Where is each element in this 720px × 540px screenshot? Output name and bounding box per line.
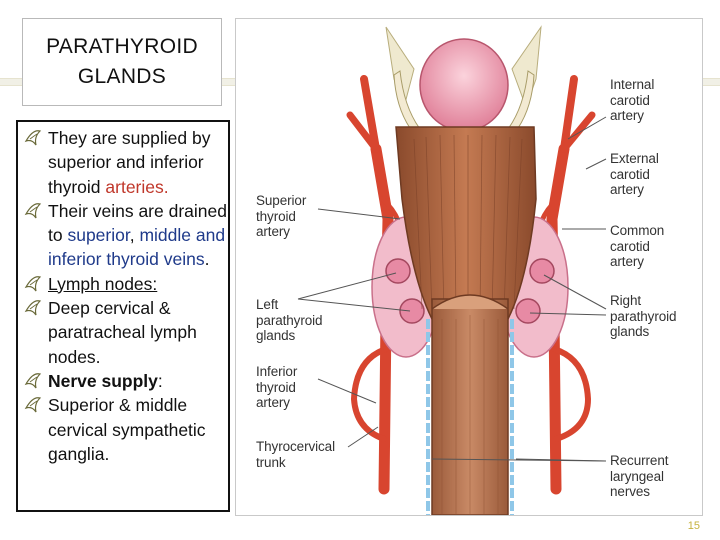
bullet-text: They are supplied by superior and inferi…: [48, 128, 211, 197]
muscle-striations: [413, 134, 523, 318]
leaf-bullet-icon: [24, 297, 42, 319]
bullet-text: ,: [129, 225, 140, 246]
bullet-item: Deep cervical & paratracheal lymph nodes…: [18, 296, 228, 369]
bullet-item: Their veins are drained to superior, mid…: [18, 199, 228, 272]
left-thyrocervical: [350, 346, 389, 442]
bullet-item: Lymph nodes:: [18, 272, 228, 296]
label-recurrent-laryngeal-nerves: Recurrent laryngeal nerves: [610, 453, 669, 499]
content-box: They are supplied by superior and inferi…: [16, 120, 230, 512]
anatomy-figure: Superior thyroid artery Left parathyroid…: [235, 18, 703, 516]
title-box: PARATHYROID GLANDS: [22, 18, 222, 106]
leaf-bullet-icon: [24, 273, 42, 295]
bullet-text: .: [204, 249, 210, 270]
left-internal-carotid: [360, 75, 380, 153]
label-right-parathyroid-glands: Right parathyroid glands: [610, 293, 677, 339]
left-superior-parathyroid: [385, 258, 411, 284]
bullet-item: Nerve supply:: [18, 369, 228, 393]
leader-lines: [297, 116, 607, 462]
bullet-text: Superior & middle cervical sympathetic g…: [48, 395, 206, 464]
bullet-text: arteries.: [105, 176, 169, 197]
right-external-carotid: [560, 111, 596, 153]
right-thyrocervical: [551, 346, 592, 442]
label-thyrocervical-trunk: Thyrocervical trunk: [256, 439, 335, 470]
leaf-bullet-icon: [24, 394, 42, 416]
parathyroid-illustration: [297, 25, 607, 515]
bullet-list: They are supplied by superior and inferi…: [18, 122, 228, 466]
bullet-text: Lymph nodes:: [48, 273, 158, 294]
right-superior-parathyroid: [529, 258, 555, 284]
label-inferior-thyroid-artery: Inferior thyroid artery: [256, 364, 298, 410]
leaf-bullet-icon: [24, 200, 42, 222]
bullet-text: Deep cervical & paratracheal lymph nodes…: [48, 298, 197, 367]
esophagus-lines: [441, 315, 499, 515]
bullet-text: middle and inferior thyroid veins: [48, 225, 226, 270]
label-internal-carotid-artery: Internal carotid artery: [610, 77, 655, 123]
bullet-item: They are supplied by superior and inferi…: [18, 126, 228, 199]
page-number: 15: [687, 520, 700, 532]
esophagus-top-rim: [431, 294, 509, 310]
epiglottis: [419, 38, 509, 132]
label-superior-thyroid-artery: Superior thyroid artery: [256, 193, 307, 239]
label-common-carotid-artery: Common carotid artery: [610, 223, 665, 269]
label-left-parathyroid-glands: Left parathyroid glands: [256, 297, 323, 343]
leaf-bullet-icon: [24, 127, 42, 149]
left-external-carotid: [346, 111, 380, 153]
right-internal-carotid: [560, 75, 578, 153]
bullet-text: Their veins are drained to: [48, 200, 227, 246]
bullet-item: Superior & middle cervical sympathetic g…: [18, 393, 228, 466]
bullet-text: superior: [67, 225, 130, 246]
bullet-text: Nerve supply: [48, 370, 158, 391]
leaf-bullet-icon: [24, 370, 42, 392]
label-external-carotid-artery: External carotid artery: [610, 151, 659, 197]
right-inferior-parathyroid: [515, 298, 541, 324]
left-inferior-parathyroid: [399, 298, 425, 324]
bullet-text: :: [157, 370, 163, 391]
slide-title: PARATHYROID GLANDS: [46, 35, 198, 88]
